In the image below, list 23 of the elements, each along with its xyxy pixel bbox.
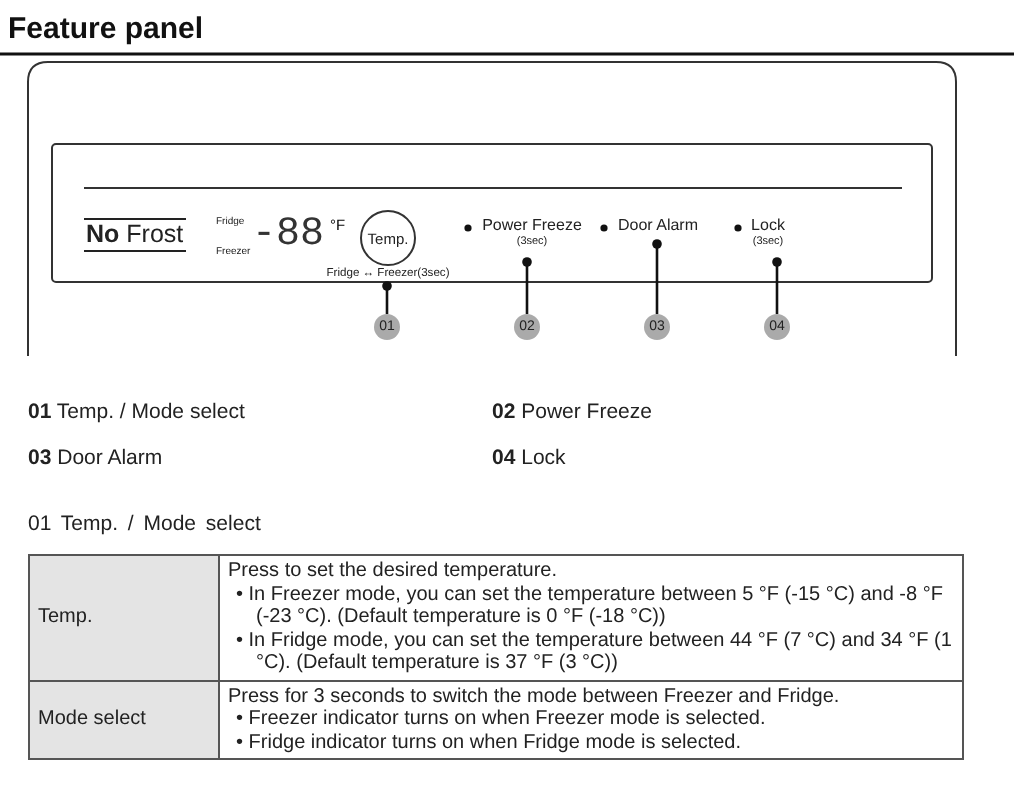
leader-line [382,281,392,314]
bullet-text: • In Freezer mode, you can set the temperature between 5 °F (-15 °C) and -8 °F (-23 °C). (Default temperature is 0 °F (-18 °C)) [234,583,945,629]
button-label: Lock [751,218,785,236]
row-header: Temp. [29,555,219,680]
section-heading: 01 Temp. / Mode select [28,512,261,536]
bullet-text: • Fridge indicator turns on when Fridge mode is selected. [234,731,744,754]
leader-line [522,257,532,314]
legend-item: 04 Lock [492,446,566,470]
button-label: Door Alarm [617,218,698,236]
temperature-display: -88 [252,212,325,258]
row-header: Mode select [29,680,219,759]
button-label: Power Freeze [482,218,582,236]
description-text: Press to set the desired temperature. [228,560,560,583]
leader-line [772,257,782,314]
product-feature-label: No Frost [84,218,186,252]
legend-item: 02 Power Freeze [492,400,652,424]
bullet-text: • In Fridge mode, you can set the temperature between 44 °F (7 °C) and 34 °F (1 °C). (Default temperature is 37 °F (3 °C)) [234,629,954,675]
legend-item: 03 Door Alarm [28,446,163,470]
leader-line [652,239,662,314]
legend-item: 01 Temp. / Mode select [28,400,245,424]
bullet-text: • Freezer indicator turns on when Freezer mode is selected. [234,708,768,731]
title: Feature panel [8,12,204,46]
description-text: Press for 3 seconds to switch the mode between Freezer and Fridge. [228,685,842,708]
